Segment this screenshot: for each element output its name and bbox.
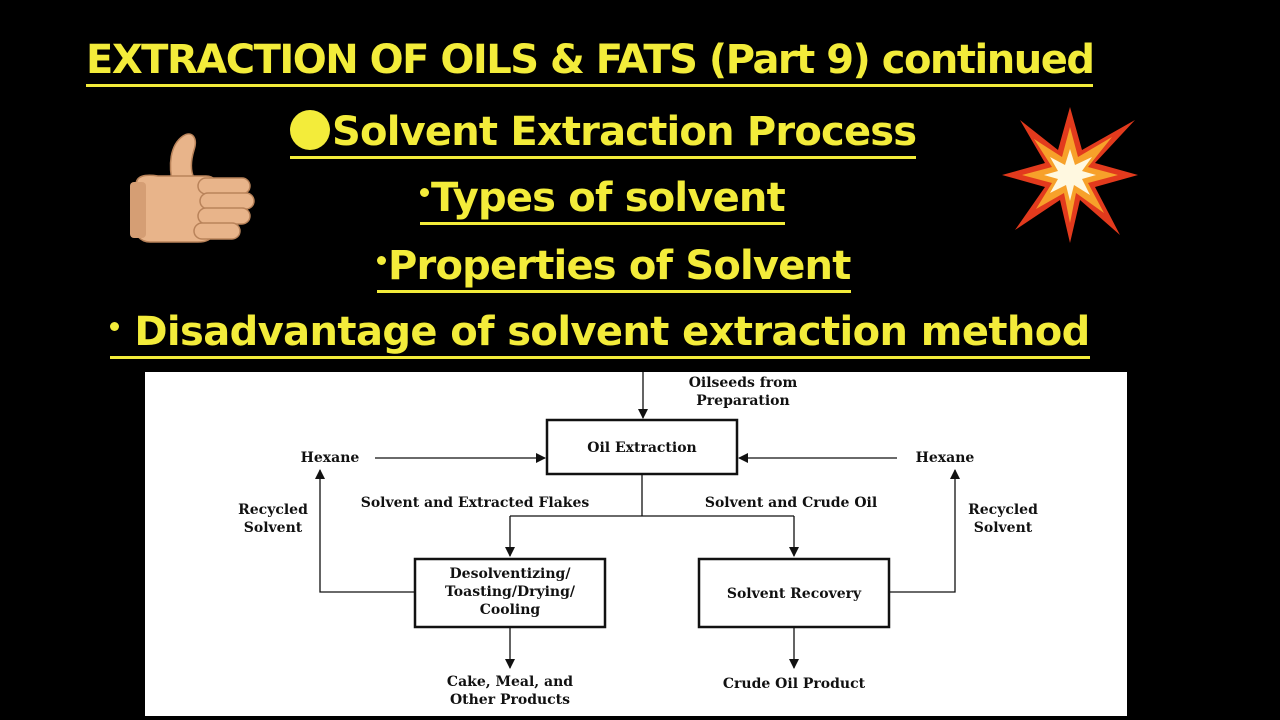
stream-left-label: Solvent and Extracted Flakes: [361, 495, 590, 511]
hexane-left-label: Hexane: [301, 450, 360, 466]
bullet-dot-icon: [377, 256, 386, 265]
bullet-dot-icon: [420, 188, 429, 197]
collision-burst-icon: [1000, 105, 1140, 250]
solvent-recovery-label: Solvent Recovery: [727, 586, 862, 602]
oil-extraction-label: Oil Extraction: [587, 440, 696, 456]
hexane-right-label: Hexane: [916, 450, 975, 466]
desolventizing-line1: Desolventizing/: [450, 566, 572, 582]
bullet-dot-icon: [110, 322, 119, 331]
subtitle: Solvent Extraction Process: [290, 110, 917, 159]
input-label-line2: Preparation: [696, 393, 789, 409]
recycled-right-line2: Solvent: [974, 520, 1033, 536]
bullet-disadvantage: Disadvantage of solvent extraction metho…: [110, 312, 1090, 359]
recycled-left-line2: Solvent: [244, 520, 303, 536]
thumbs-up-icon: [128, 130, 258, 250]
recycled-right-arrow: [890, 469, 960, 593]
recycled-left-arrow: [315, 469, 415, 593]
recycled-left-line1: Recycled: [238, 502, 308, 518]
bullet-properties-of-solvent: Properties of Solvent: [377, 246, 851, 293]
yellow-circle-icon: [290, 110, 330, 150]
out-left-line2: Other Products: [450, 692, 570, 708]
out-right-label: Crude Oil Product: [723, 676, 866, 692]
desolventizing-line3: Cooling: [480, 602, 541, 618]
desolventizing-box: [413, 557, 607, 629]
stream-right-label: Solvent and Crude Oil: [705, 495, 877, 511]
process-flow-diagram: Oilseeds from Preparation Oil Extraction…: [145, 372, 1127, 716]
recycled-right-line1: Recycled: [968, 502, 1038, 518]
input-label-line1: Oilseeds from: [689, 375, 798, 391]
out-left-line1: Cake, Meal, and: [447, 674, 573, 690]
desolventizing-line2: Toasting/Drying/: [445, 584, 576, 600]
main-title: EXTRACTION OF OILS & FATS (Part 9) conti…: [86, 40, 1095, 87]
bullet-types-of-solvent: Types of solvent: [420, 178, 786, 225]
